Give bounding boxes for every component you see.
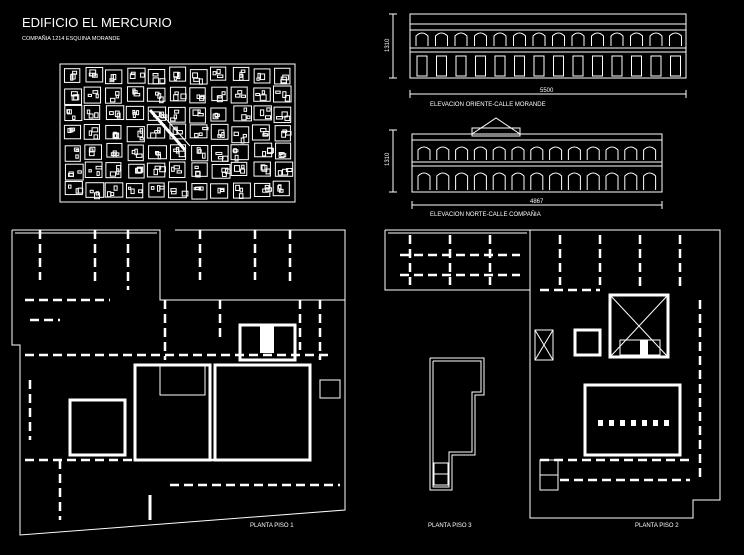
plan-floor-1-label: PLANTA PISO 1 <box>250 523 294 529</box>
plan-floor-2: PLANTA PISO 2 <box>384 229 721 529</box>
elevation-oriente-width-dim: 5500 <box>540 88 554 94</box>
location-map <box>59 63 296 203</box>
plan-floor-3-label: PLANTA PISO 3 <box>428 523 472 529</box>
drawing-subtitle: COMPAÑIA 1214 ESQUINA MORANDE <box>22 35 120 42</box>
elevation-norte: 1310 4867 ELEVACION NORTE-CALLE COMPAÑIA <box>385 117 663 218</box>
elevation-oriente-label: ELEVACION ORIENTE-CALLE MORANDE <box>430 102 546 108</box>
elevation-oriente-height-dim: 1310 <box>385 38 391 52</box>
drawing-title: EDIFICIO EL MERCURIO <box>22 15 172 30</box>
elevation-norte-height-dim: 1310 <box>385 152 391 166</box>
elevation-oriente: 1310 5500 ELEVACION ORIENTE-CALLE MORAND… <box>385 13 687 108</box>
elevation-norte-width-dim: 4867 <box>530 199 544 205</box>
elevation-norte-label: ELEVACION NORTE-CALLE COMPAÑIA <box>430 211 541 218</box>
plan-floor-1: PLANTA PISO 1 <box>11 229 346 536</box>
plan-floor-2-label: PLANTA PISO 2 <box>635 523 679 529</box>
plan-floor-3: PLANTA PISO 3 <box>428 357 485 529</box>
